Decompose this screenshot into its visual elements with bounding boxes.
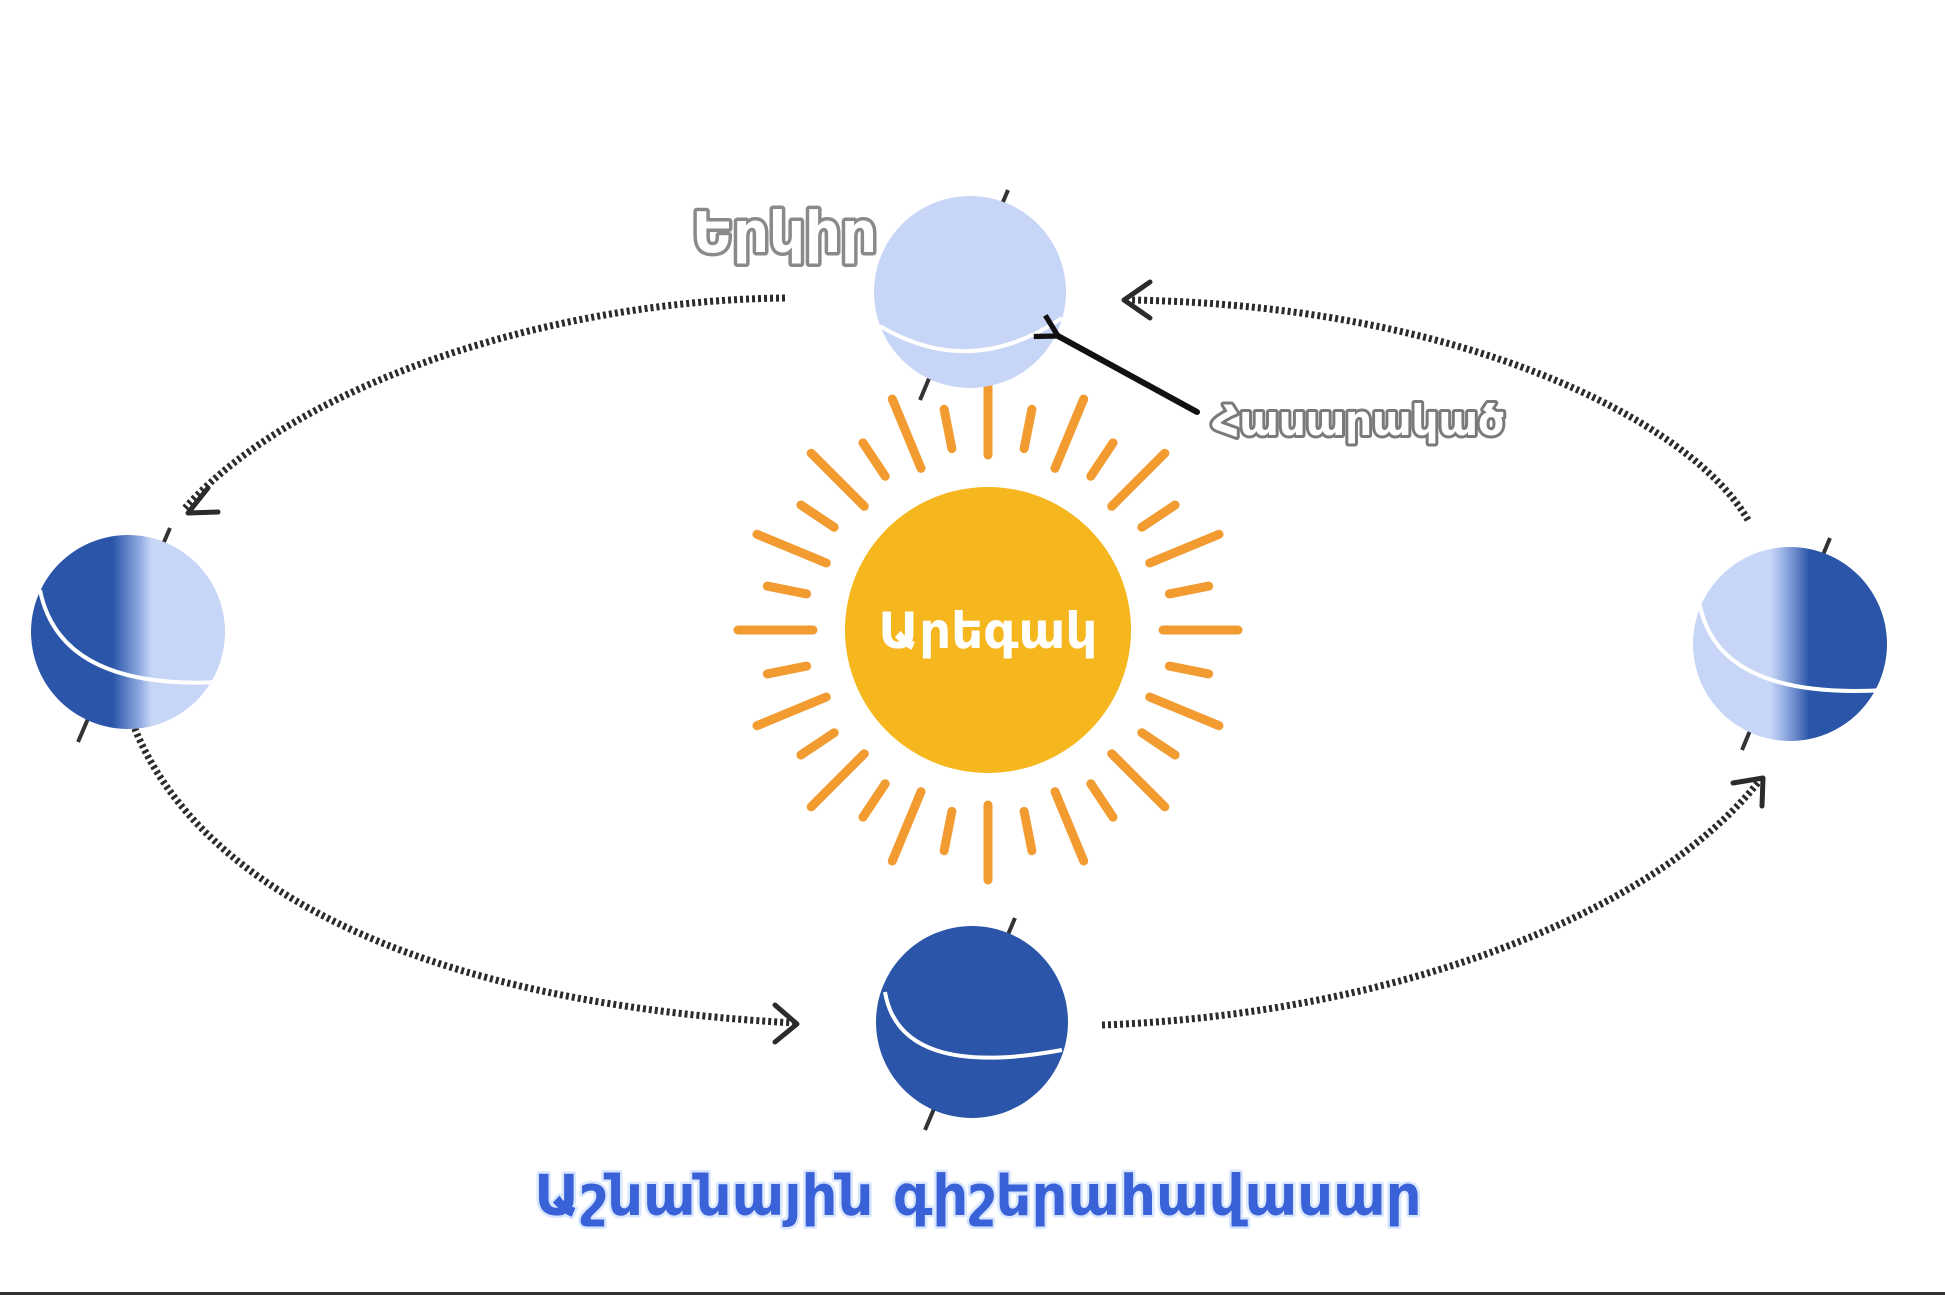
- orbit-arrow-left-bottom: [121, 699, 796, 1027]
- equator-line: [883, 991, 1063, 1060]
- sun-ray: [939, 806, 957, 856]
- sun-icon: Արեգակ: [733, 375, 1243, 885]
- sun-ray: [762, 661, 812, 679]
- orbit-arrow-right-top: [1129, 296, 1752, 522]
- equator-label: Հասարակած: [1212, 396, 1505, 445]
- orbit-arrow-head-left-bottom: [772, 1002, 800, 1045]
- orbit-arrow-bottom-right: [1101, 777, 1763, 1029]
- sun-ray: [887, 394, 926, 473]
- sun-ray: [1107, 448, 1170, 511]
- sun-ray: [1164, 581, 1214, 599]
- sun-ray: [1050, 394, 1089, 473]
- sun-ray: [806, 749, 869, 812]
- sun-ray: [752, 692, 831, 731]
- earth-globe-bottom: [876, 917, 1068, 1131]
- sun-ray: [1086, 779, 1118, 822]
- sun-ray: [887, 787, 926, 866]
- axis-pointer-arrow: [1033, 314, 1200, 415]
- sun-ray: [939, 404, 957, 454]
- sun-ray: [1019, 404, 1037, 454]
- sun-ray: [858, 779, 890, 822]
- sun-ray: [752, 529, 831, 568]
- earth-globe-icon: [876, 926, 1068, 1118]
- earth-globe-icon: [874, 196, 1066, 388]
- sun-ray: [1137, 728, 1180, 760]
- earth-globe-top: [874, 189, 1066, 401]
- orbit-paths: [121, 279, 1766, 1045]
- equator-line: [38, 589, 221, 685]
- orbit-arrow-head-right-top: [1121, 279, 1153, 321]
- sun-label: Արեգակ: [878, 602, 1097, 660]
- sun-ray: [1019, 806, 1037, 856]
- sun-ray: [796, 728, 839, 760]
- earth-globe-left: [31, 527, 225, 743]
- orbit-arrow-head-top-left: [185, 485, 221, 516]
- sun-ray: [1107, 749, 1170, 812]
- sun-ray: [806, 448, 869, 511]
- sun-ray: [796, 500, 839, 532]
- sun-ray: [762, 581, 812, 599]
- earth-globe-icon: [1693, 547, 1887, 741]
- sun-ray: [1086, 438, 1118, 481]
- sun-ray: [1145, 692, 1224, 731]
- earth-label: Երկիր: [692, 201, 877, 266]
- earth-globe-right: [1693, 537, 1887, 751]
- sun-ray: [858, 438, 890, 481]
- equator-line: [1698, 605, 1886, 693]
- equinox-title: Աշնանային գիշերահավասար: [534, 1164, 1421, 1229]
- sun-ray: [1050, 787, 1089, 866]
- sun-core: [845, 487, 1131, 773]
- sun-ray: [1164, 661, 1214, 679]
- bottom-divider: [0, 1292, 1945, 1295]
- sun-rays: [733, 375, 1243, 885]
- sun-ray: [1137, 500, 1180, 532]
- sun-ray: [1145, 529, 1224, 568]
- orbit-arrow-head-bottom-right: [1730, 775, 1766, 809]
- orbit-arrow-top-left: [182, 294, 786, 511]
